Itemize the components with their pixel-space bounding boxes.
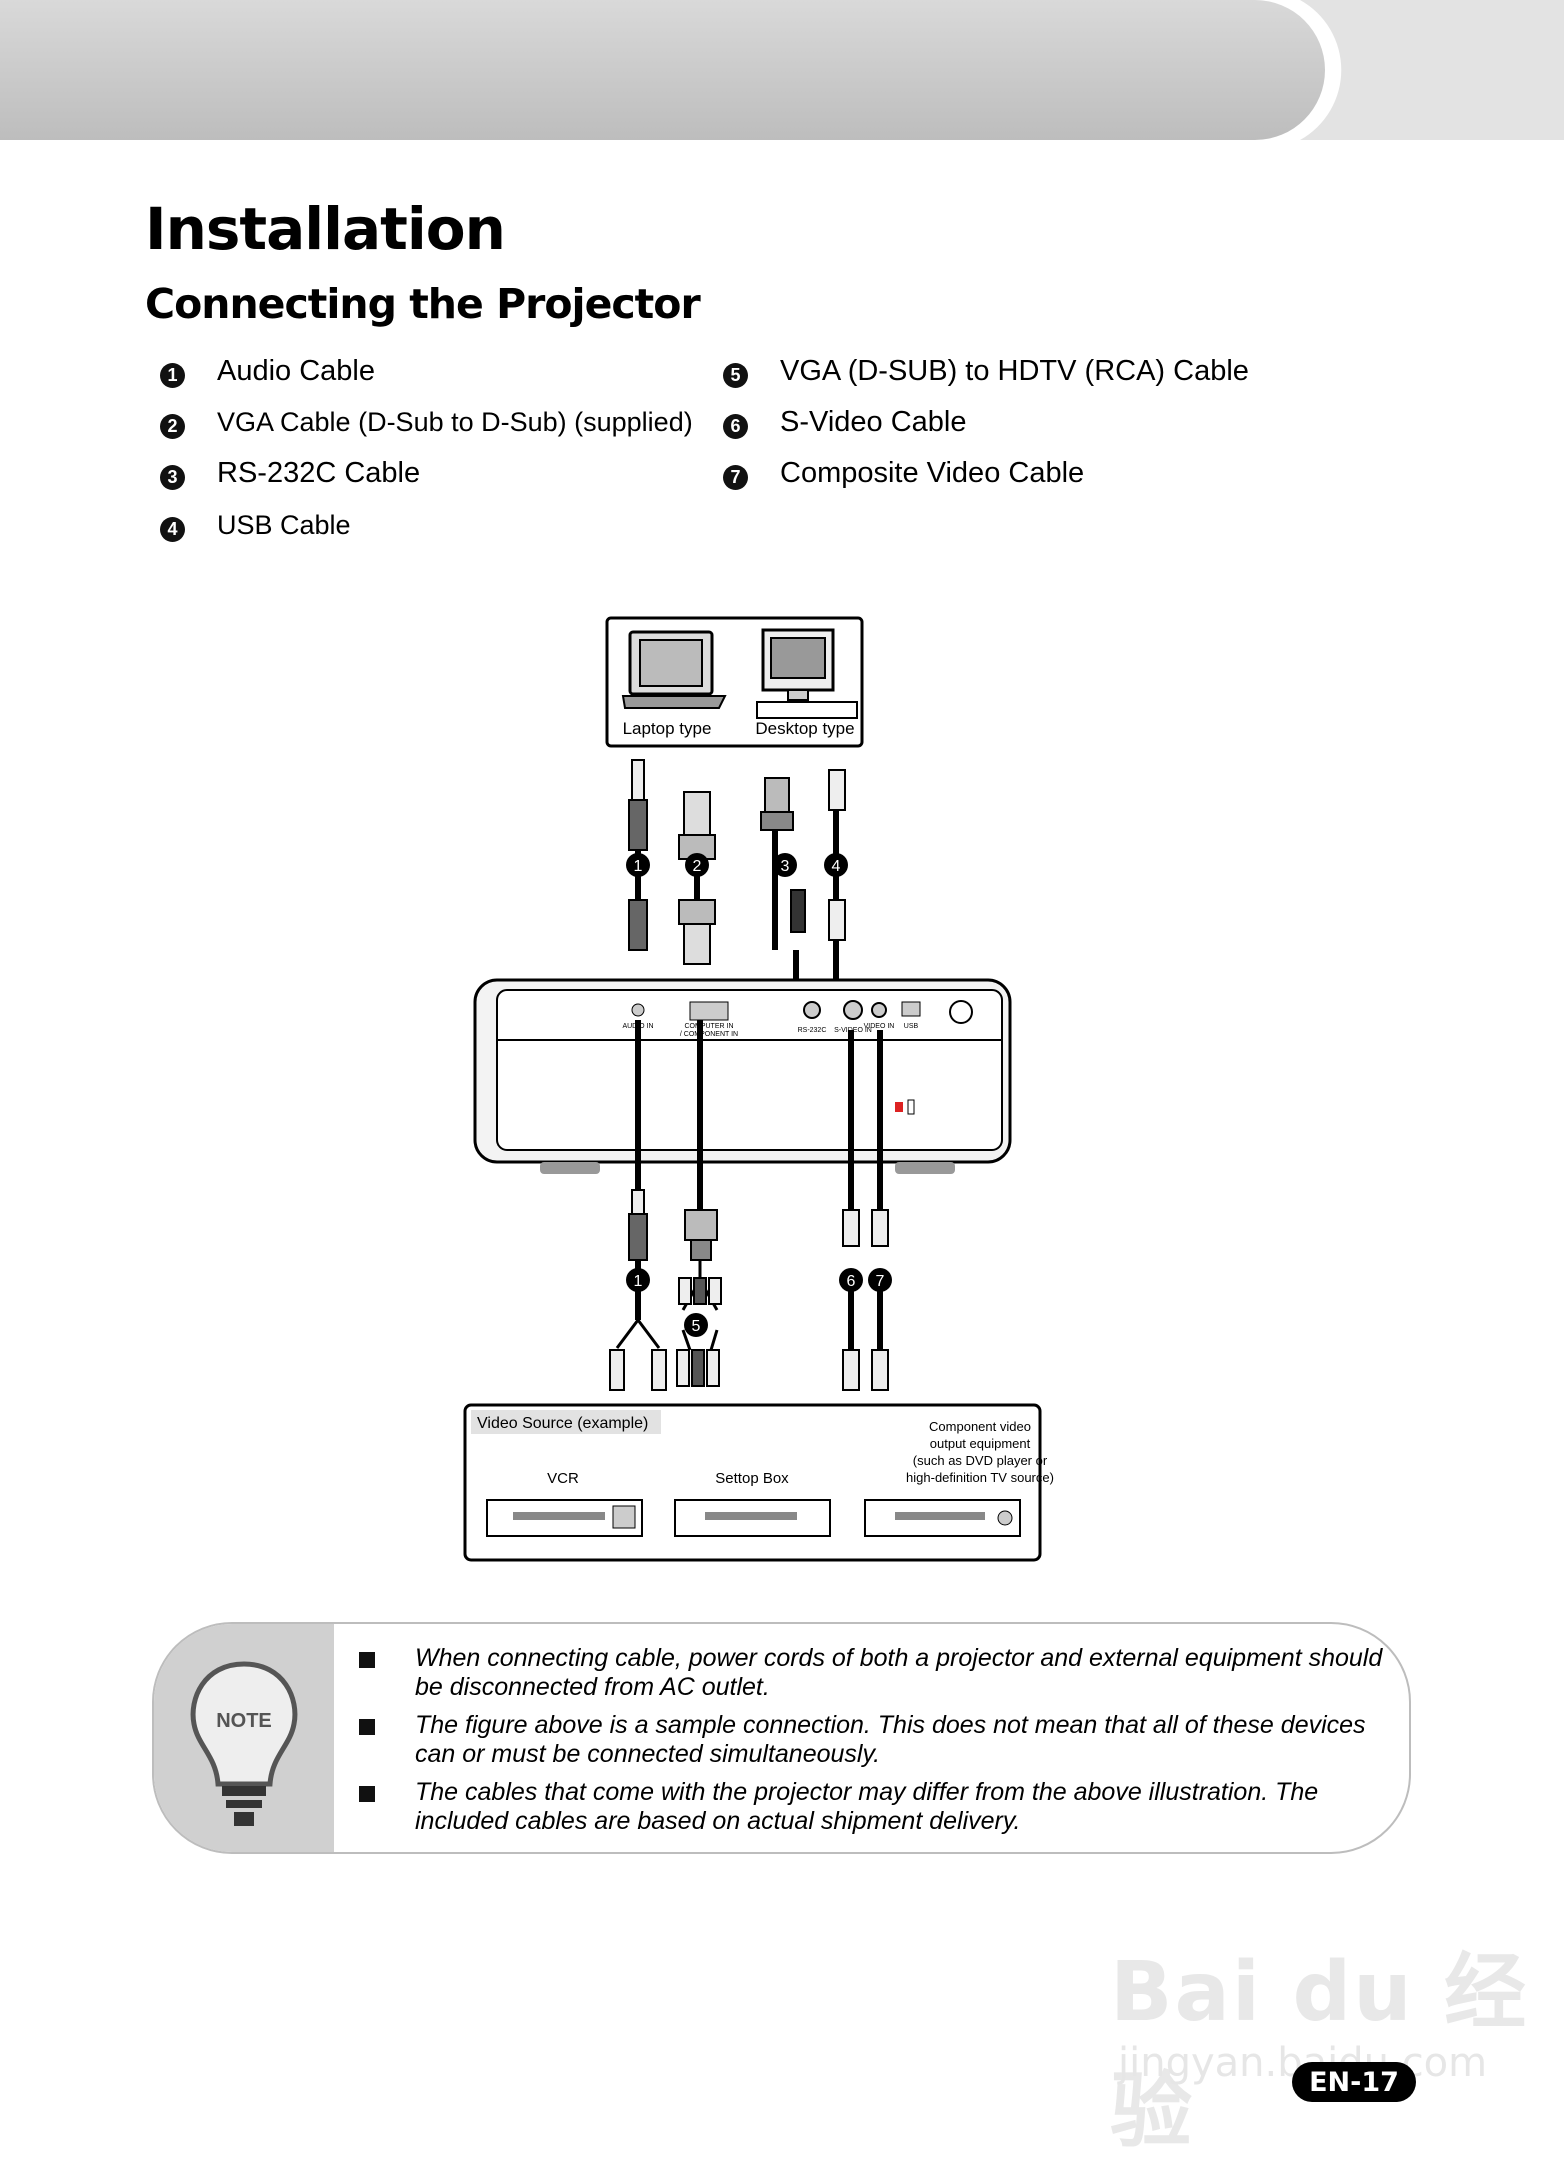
connection-diagram: Laptop type Desktop type 1 2 3 [463, 616, 1054, 1562]
svg-text:6: 6 [847, 1273, 856, 1290]
note-icon-panel: NOTE [154, 1624, 334, 1852]
cable-item-rs232c: 3 RS-232C Cable [160, 457, 420, 490]
page-number: EN-17 [1292, 2062, 1416, 2102]
cable-label: S-Video Cable [780, 406, 967, 438]
vcr-icon [486, 1499, 643, 1537]
svg-text:4: 4 [832, 858, 841, 875]
list-item: When connecting cable, power cords of bo… [359, 1644, 1389, 1702]
svg-text:VIDEO IN: VIDEO IN [864, 1023, 895, 1030]
cable-label: RS-232C Cable [217, 457, 421, 489]
bullet-icon [359, 1719, 375, 1735]
settop-box-icon [674, 1499, 831, 1537]
note-icon-label: NOTE [216, 1710, 272, 1732]
projector-icon: AUDIO IN COMPUTER IN / COMPONENT IN RS-2… [473, 978, 1012, 1174]
settop-label: Settop Box [715, 1470, 789, 1487]
number-badge: 7 [723, 465, 748, 490]
upper-number-badges: 1 2 3 4 [626, 853, 848, 877]
svg-text:1: 1 [634, 858, 643, 875]
watermark: Bai du 经验 [1110, 1945, 1529, 2159]
desktop-label: Desktop type [755, 719, 854, 738]
svg-text:RS-232C: RS-232C [798, 1027, 827, 1034]
video-source-title: Video Source (example) [477, 1415, 648, 1432]
svg-text:Component video: Component video [929, 1419, 1031, 1434]
note-list: When connecting cable, power cords of bo… [359, 1644, 1389, 1845]
number-badge: 3 [160, 465, 185, 490]
cable-item-vga: 2 VGA Cable (D-Sub to D-Sub) (supplied) [160, 406, 693, 439]
cable-label: USB Cable [217, 510, 351, 540]
vcr-label: VCR [547, 1470, 579, 1487]
svg-text:output equipment: output equipment [930, 1436, 1031, 1451]
cable-item-svideo: 6 S-Video Cable [723, 406, 966, 439]
svg-text:1: 1 [634, 1273, 643, 1290]
cable-label: Composite Video Cable [780, 457, 1085, 489]
number-badge: 5 [723, 363, 748, 388]
svg-text:USB: USB [904, 1023, 919, 1030]
lower-number-badges: 1 5 6 7 [626, 1268, 892, 1337]
svg-text:/ COMPONENT IN: / COMPONENT IN [680, 1031, 738, 1038]
bullet-icon [359, 1652, 375, 1668]
laptop-icon [621, 630, 727, 709]
list-item: The cables that come with the projector … [359, 1778, 1389, 1836]
video-source-box: Video Source (example) VCR Settop Box Co… [463, 1403, 1054, 1562]
section-title: Connecting the Projector [145, 280, 701, 328]
computer-box: Laptop type Desktop type [605, 616, 864, 748]
number-badge: 6 [723, 414, 748, 439]
number-badge: 4 [160, 517, 185, 542]
laptop-label: Laptop type [623, 719, 712, 738]
svg-text:7: 7 [876, 1273, 885, 1290]
bullet-icon [359, 1786, 375, 1802]
number-badge: 2 [160, 414, 185, 439]
svg-text:(such as DVD player or: (such as DVD player or [913, 1453, 1048, 1468]
list-item: The figure above is a sample connection.… [359, 1711, 1389, 1769]
svg-text:COMPUTER IN: COMPUTER IN [685, 1023, 734, 1030]
svg-text:high-definition TV source): high-definition TV source) [906, 1470, 1054, 1485]
cable-label: VGA (D-SUB) to HDTV (RCA) Cable [780, 355, 1249, 387]
svg-text:3: 3 [781, 858, 790, 875]
cable-item-usb: 4 USB Cable [160, 509, 351, 542]
desktop-icon [756, 628, 858, 719]
lower-connectors [609, 1189, 889, 1391]
cable-label: VGA Cable (D-Sub to D-Sub) (supplied) [217, 407, 693, 437]
number-badge: 1 [160, 363, 185, 388]
cable-item-composite: 7 Composite Video Cable [723, 457, 1084, 490]
cable-item-audio: 1 Audio Cable [160, 355, 375, 388]
note-box: NOTE When connecting cable, power cords … [152, 1622, 1411, 1854]
lightbulb-icon: NOTE [190, 1661, 298, 1826]
svg-text:5: 5 [692, 1318, 701, 1335]
cable-item-vga-hdtv: 5 VGA (D-SUB) to HDTV (RCA) Cable [723, 355, 1249, 388]
upper-connectors [628, 759, 846, 965]
page-title: Installation [145, 195, 506, 263]
svg-text:2: 2 [693, 858, 702, 875]
dvd-player-icon [864, 1499, 1021, 1537]
lower-cables [615, 1020, 883, 1351]
cable-label: Audio Cable [217, 355, 375, 387]
header-band [0, 0, 1564, 140]
